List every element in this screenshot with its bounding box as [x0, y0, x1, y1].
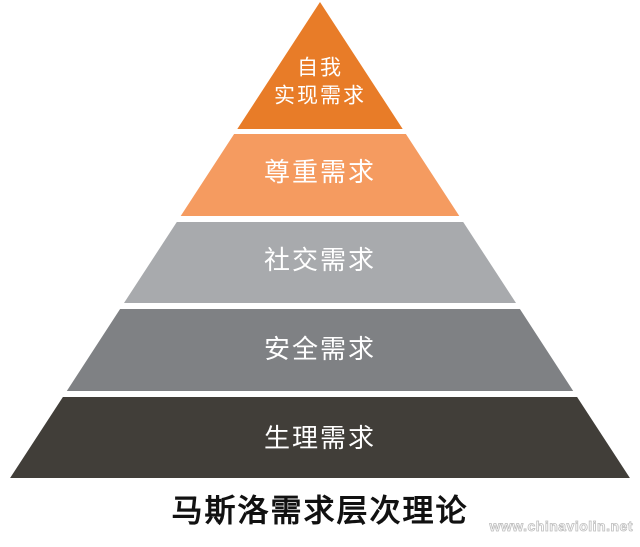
watermark: www.chinaviolin.net [488, 518, 633, 534]
pyramid-level-label: 尊重需求 [264, 157, 376, 187]
pyramid-level-labels: 自我 实现需求 尊重需求 社交需求 安全需求 生理需求 [264, 57, 376, 454]
pyramid-level-social [124, 222, 516, 303]
pyramid-levels [10, 2, 630, 478]
pyramid-level-label: 自我 [297, 57, 343, 80]
pyramid-level-safety [66, 309, 574, 391]
pyramid-level-esteem [180, 134, 460, 216]
pyramid-level-label: 安全需求 [264, 334, 376, 364]
pyramid-level-physiological [10, 397, 630, 478]
pyramid-level-label: 生理需求 [264, 423, 376, 453]
pyramid-level-self-actualization [237, 2, 403, 129]
diagram-title: 马斯洛需求层次理论 [172, 494, 469, 529]
pyramid-level-label: 社交需求 [264, 245, 376, 275]
pyramid-level-label: 实现需求 [274, 85, 366, 108]
